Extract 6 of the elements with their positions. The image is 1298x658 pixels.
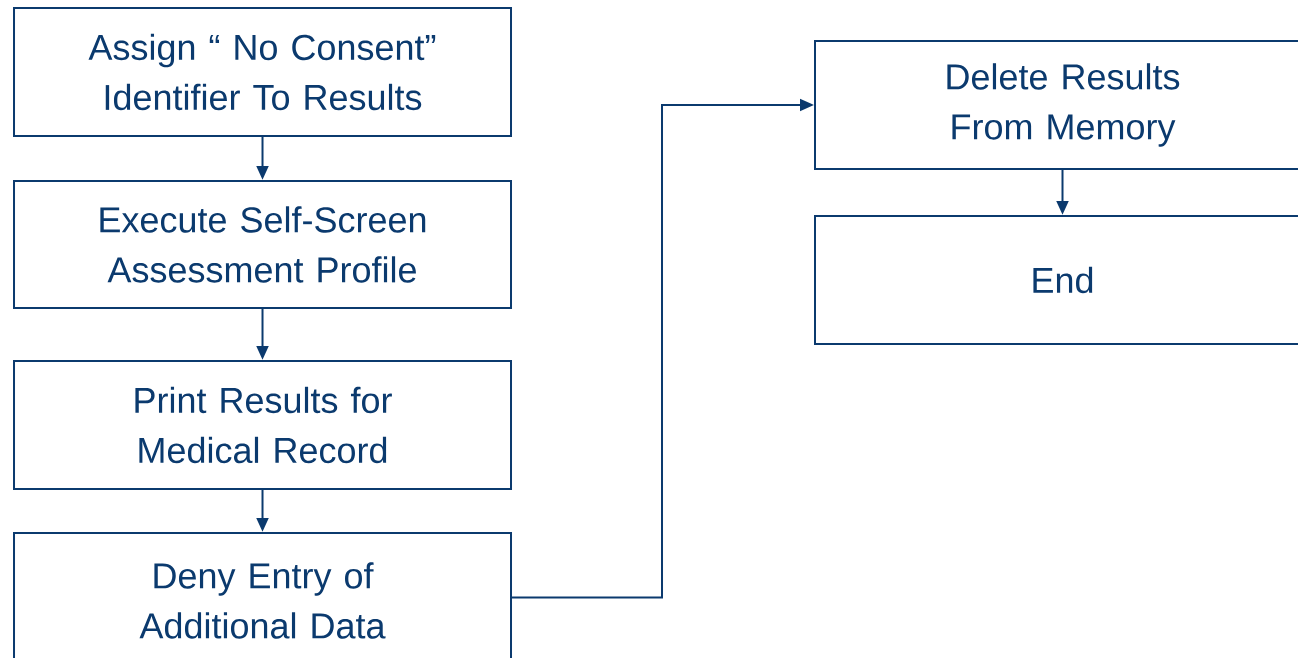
process-box: Delete Results From Memory	[814, 40, 1298, 170]
process-box: Execute Self-Screen Assessment Profile	[13, 180, 512, 309]
process-box: Deny Entry of Additional Data	[13, 532, 512, 658]
process-box: End	[814, 215, 1298, 345]
process-box: Print Results for Medical Record	[13, 360, 512, 490]
process-box: Assign “ No Consent” Identifier To Results	[13, 7, 512, 137]
